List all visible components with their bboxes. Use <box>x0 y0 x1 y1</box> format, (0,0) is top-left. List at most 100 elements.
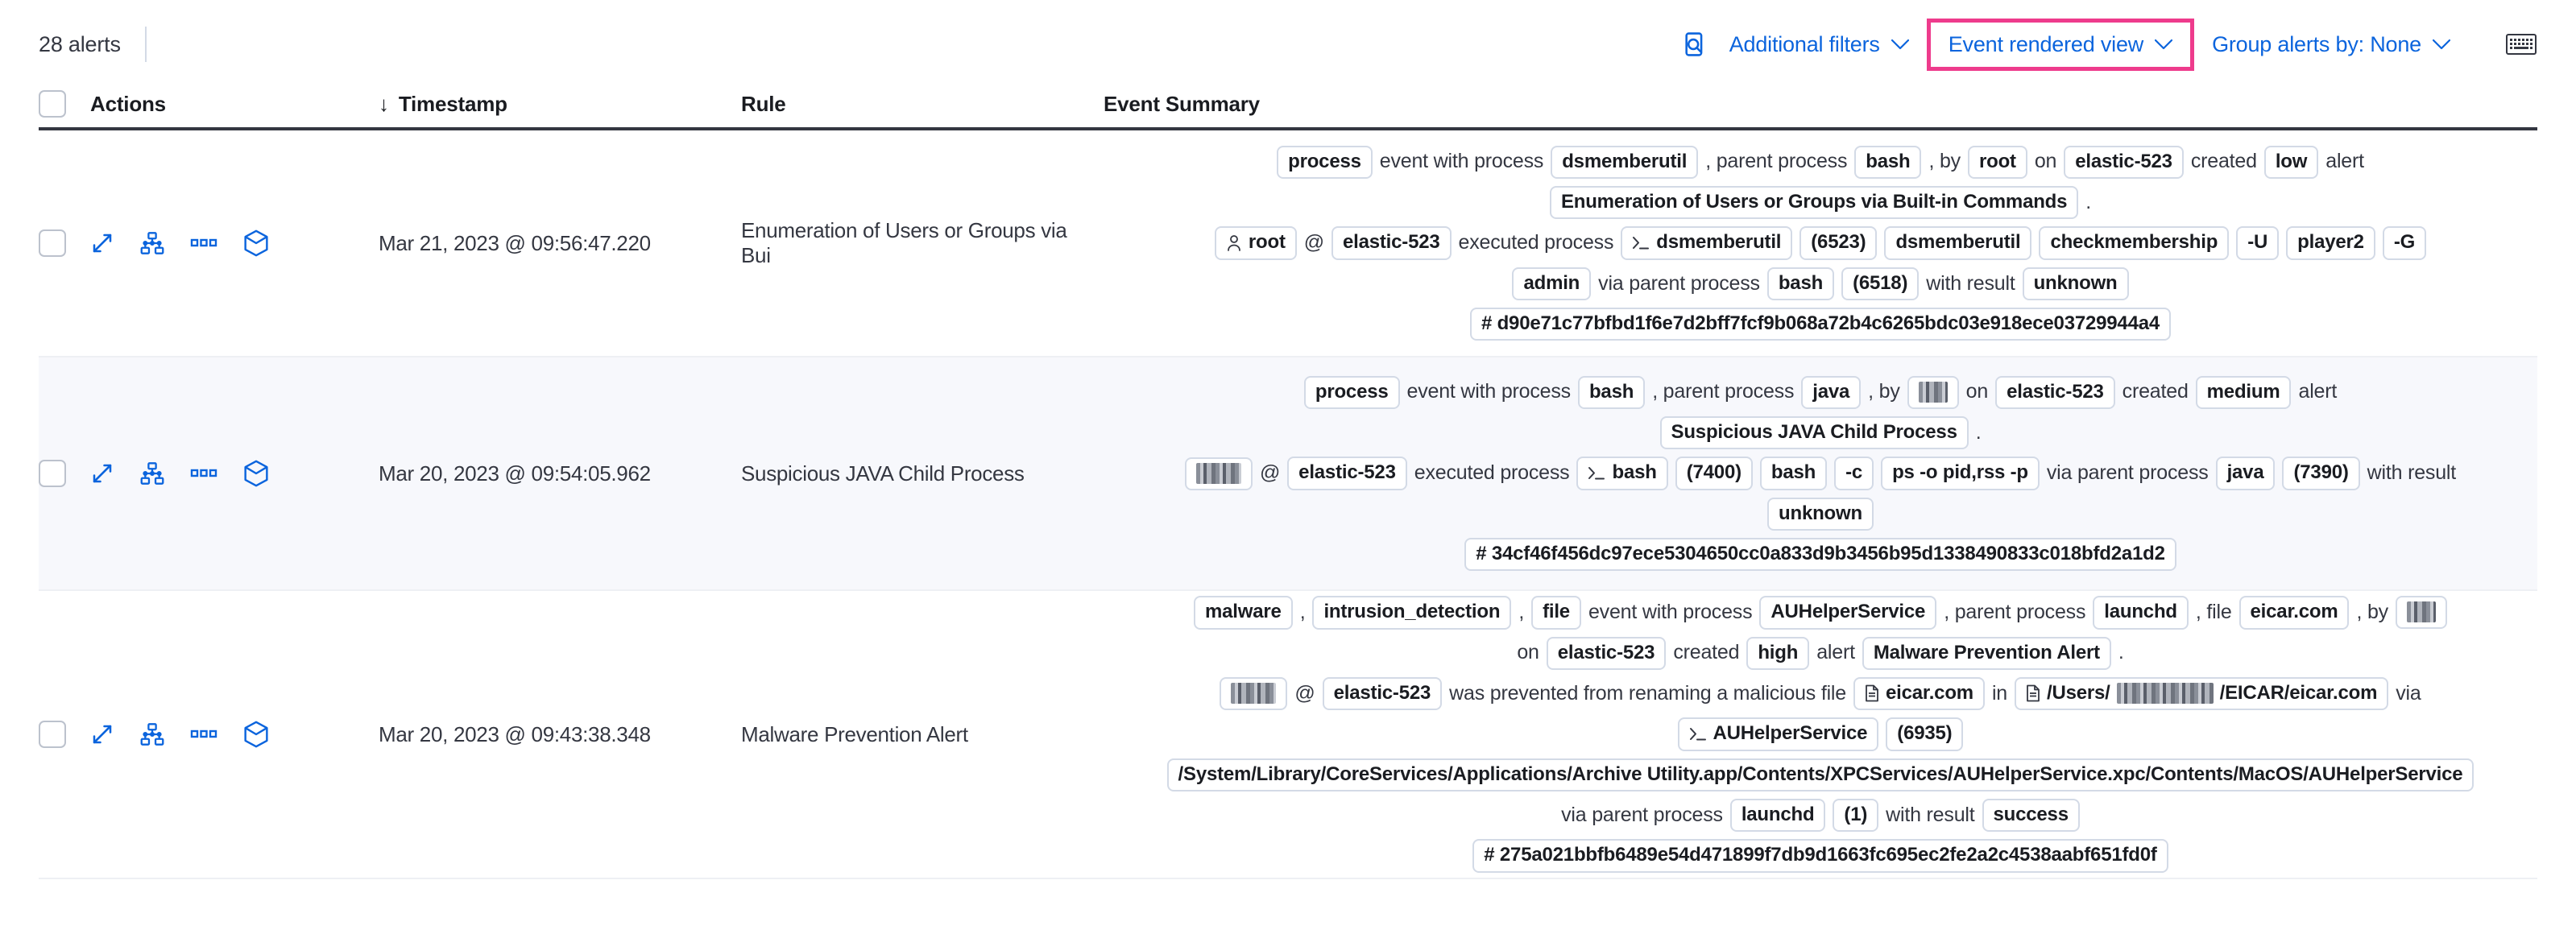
summary-token[interactable]: bash <box>1576 457 1668 490</box>
summary-token[interactable]: launchd <box>2093 596 2189 630</box>
summary-token[interactable]: root <box>1214 226 1297 260</box>
session-view-icon[interactable] <box>140 461 164 486</box>
summary-token[interactable]: process <box>1277 145 1373 179</box>
summary-token[interactable]: # d90e71c77bfbd1f6e7d2bff7fcf9b068a72b4c… <box>1469 308 2172 341</box>
summary-token[interactable] <box>1184 457 1253 490</box>
summary-token[interactable]: player2 <box>2286 226 2375 260</box>
more-actions-icon[interactable] <box>190 467 217 480</box>
summary-token-label: player2 <box>2297 231 2364 254</box>
summary-token[interactable]: Malware Prevention Alert <box>1862 636 2111 670</box>
summary-token[interactable]: eicar.com <box>1853 676 1985 711</box>
analyzer-cube-icon[interactable] <box>243 721 269 748</box>
summary-token[interactable]: /Users//EICAR/eicar.com <box>2015 676 2389 711</box>
summary-token[interactable]: admin <box>1512 267 1592 301</box>
summary-token[interactable]: -U <box>2236 226 2280 260</box>
summary-text: created <box>2190 150 2257 173</box>
summary-token[interactable]: checkmembership <box>2039 226 2230 260</box>
summary-text: , <box>1299 601 1306 624</box>
summary-token[interactable]: Enumeration of Users or Groups via Built… <box>1549 185 2079 220</box>
group-alerts-by-button[interactable]: Group alerts by: None <box>2201 24 2462 65</box>
summary-token[interactable]: success <box>1982 799 2080 833</box>
summary-token-label: java <box>1812 380 1850 403</box>
summary-token[interactable]: (6935) <box>1886 717 1964 751</box>
summary-token[interactable]: file <box>1531 596 1581 630</box>
summary-token[interactable]: /System/Library/CoreServices/Application… <box>1166 758 2475 792</box>
summary-token[interactable]: elastic-523 <box>1546 636 1667 670</box>
summary-token[interactable]: launchd <box>1729 799 1826 833</box>
analyzer-cube-icon[interactable] <box>243 460 269 487</box>
summary-token[interactable] <box>2395 596 2447 630</box>
summary-token-label: low <box>2275 150 2308 172</box>
summary-token[interactable]: elastic-523 <box>1995 375 2115 409</box>
summary-token[interactable]: process <box>1303 375 1400 409</box>
summary-token[interactable]: AUHelperService <box>1759 596 1937 630</box>
summary-token[interactable]: high <box>1746 636 1810 670</box>
inspect-magnifier-icon[interactable] <box>1673 22 1718 67</box>
summary-token[interactable]: (6518) <box>1841 267 1920 301</box>
summary-token[interactable]: (1) <box>1833 799 1879 833</box>
summary-token[interactable]: ps -o pid,rss -p <box>1881 457 2040 490</box>
summary-token[interactable] <box>1220 677 1288 711</box>
more-actions-icon[interactable] <box>190 728 217 741</box>
summary-token[interactable]: bash <box>1766 267 1835 301</box>
expand-icon[interactable] <box>90 231 114 255</box>
summary-token[interactable]: (6523) <box>1799 226 1878 260</box>
select-all-checkbox[interactable] <box>39 90 81 118</box>
event-rendered-view-button[interactable]: Event rendered view <box>1942 29 2179 60</box>
summary-token[interactable]: malware <box>1194 596 1293 630</box>
summary-text: event with process <box>1379 150 1544 173</box>
summary-token[interactable]: bash <box>1854 145 1922 179</box>
summary-token[interactable]: Suspicious JAVA Child Process <box>1659 415 1969 450</box>
column-header-rule[interactable]: Rule <box>741 92 1104 117</box>
more-actions-icon[interactable] <box>190 237 217 250</box>
summary-token[interactable]: low <box>2263 145 2319 179</box>
summary-token[interactable]: elastic-523 <box>1322 676 1443 711</box>
summary-token[interactable]: java <box>2215 457 2276 490</box>
session-view-icon[interactable] <box>140 722 164 746</box>
row-select-checkbox[interactable] <box>39 229 81 257</box>
summary-token[interactable] <box>1907 375 1959 409</box>
summary-token[interactable]: root <box>1967 145 2027 179</box>
summary-token-label: dsmemberutil <box>1895 231 2021 254</box>
summary-token[interactable]: dsmemberutil <box>1621 226 1793 260</box>
row-select-checkbox[interactable] <box>39 721 81 748</box>
summary-token[interactable]: AUHelperService <box>1677 717 1879 751</box>
analyzer-cube-icon[interactable] <box>243 229 269 257</box>
summary-token[interactable]: # 275a021bbfb6489e54d471899f7db9d1663fc6… <box>1472 839 2168 873</box>
summary-token[interactable]: java <box>1801 375 1862 409</box>
summary-token-label: # 275a021bbfb6489e54d471899f7db9d1663fc6… <box>1484 844 2157 866</box>
keyboard-icon[interactable] <box>2504 28 2539 60</box>
summary-token[interactable]: elastic-523 <box>2064 145 2184 179</box>
row-select-checkbox[interactable] <box>39 460 81 487</box>
alerts-count: 28 alerts <box>39 31 121 56</box>
summary-token[interactable]: (7390) <box>2282 457 2360 490</box>
summary-token[interactable]: elastic-523 <box>1287 457 1407 490</box>
summary-token[interactable]: dsmemberutil <box>1884 226 2032 260</box>
expand-icon[interactable] <box>90 722 114 746</box>
summary-token[interactable]: eicar.com <box>2238 596 2350 630</box>
summary-token[interactable]: unknown <box>1767 497 1874 531</box>
summary-token[interactable]: -G <box>2382 226 2427 260</box>
summary-token[interactable]: bash <box>1577 375 1646 409</box>
column-header-actions[interactable]: Actions <box>81 92 379 117</box>
summary-token[interactable]: unknown <box>2022 267 2129 301</box>
summary-token[interactable]: intrusion_detection <box>1312 596 1512 630</box>
summary-text: , by <box>1928 150 1961 173</box>
column-header-event-summary[interactable]: Event Summary <box>1104 92 2537 117</box>
summary-token[interactable]: dsmemberutil <box>1551 145 1699 179</box>
summary-token[interactable]: -c <box>1834 457 1874 490</box>
summary-token[interactable]: medium <box>2195 375 2292 409</box>
expand-icon[interactable] <box>90 461 114 486</box>
summary-token[interactable]: bash <box>1759 457 1828 490</box>
summary-token[interactable]: elastic-523 <box>1331 226 1452 260</box>
session-view-icon[interactable] <box>140 231 164 255</box>
summary-token[interactable]: (7400) <box>1675 457 1753 490</box>
column-header-timestamp[interactable]: ↓ Timestamp <box>379 92 741 117</box>
row-actions-cell <box>81 721 379 748</box>
summary-token[interactable]: # 34cf46f456dc97ece5304650cc0a833d9b3456… <box>1464 538 2176 572</box>
additional-filters-button[interactable]: Additional filters <box>1718 24 1920 65</box>
